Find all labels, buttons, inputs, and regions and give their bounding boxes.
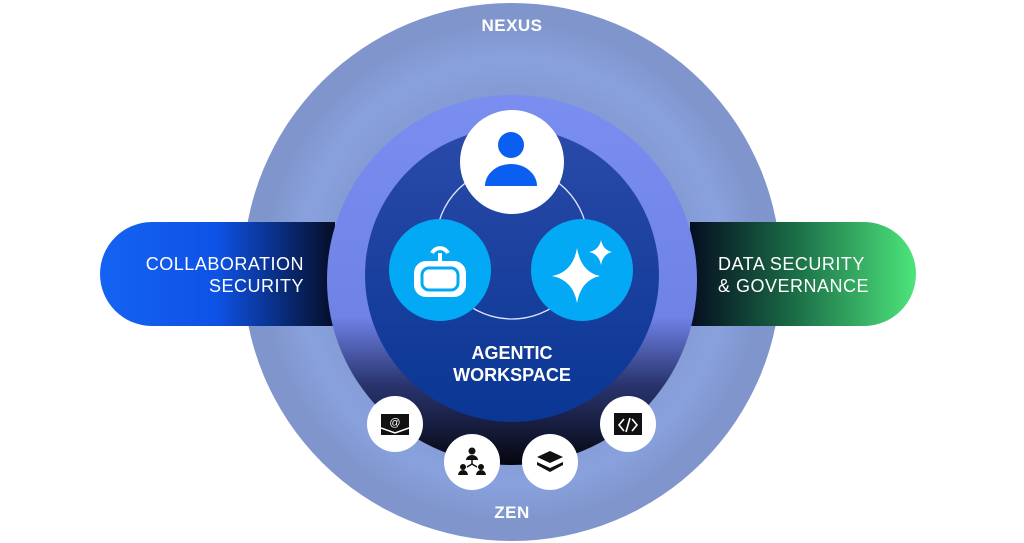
tool-layers — [522, 434, 578, 490]
email-icon: @ — [380, 414, 410, 435]
core-line2: WORKSPACE — [453, 365, 571, 385]
pill-right-line2: & GOVERNANCE — [718, 276, 870, 296]
tool-code — [600, 396, 656, 452]
code-window-icon — [614, 413, 642, 435]
ai-node — [531, 219, 633, 321]
collaboration-security-label: COLLABORATION SECURITY — [146, 253, 304, 297]
core-line1: AGENTIC — [471, 343, 553, 363]
agentic-workspace-label: AGENTIC WORKSPACE — [412, 342, 612, 386]
pill-right — [690, 222, 916, 326]
layers-icon — [537, 451, 563, 472]
robot-node — [389, 219, 491, 321]
user-node — [460, 110, 564, 214]
user-icon — [485, 132, 537, 186]
pill-left-line1: COLLABORATION — [145, 254, 304, 274]
sparkle-icon — [552, 240, 612, 303]
data-security-governance-label: DATA SECURITY & GOVERNANCE — [718, 253, 869, 297]
svg-text:@: @ — [389, 417, 400, 429]
tool-email: @ — [367, 396, 423, 452]
robot-icon — [414, 246, 466, 297]
zen-label: ZEN — [494, 503, 530, 522]
core-circle — [365, 128, 659, 422]
pill-left — [100, 222, 335, 326]
pill-right-line1: DATA SECURITY — [718, 254, 865, 274]
pill-left-line2: SECURITY — [208, 276, 304, 296]
nexus-label: NEXUS — [481, 16, 543, 35]
tool-org — [444, 434, 500, 490]
org-chart-icon — [458, 447, 486, 475]
